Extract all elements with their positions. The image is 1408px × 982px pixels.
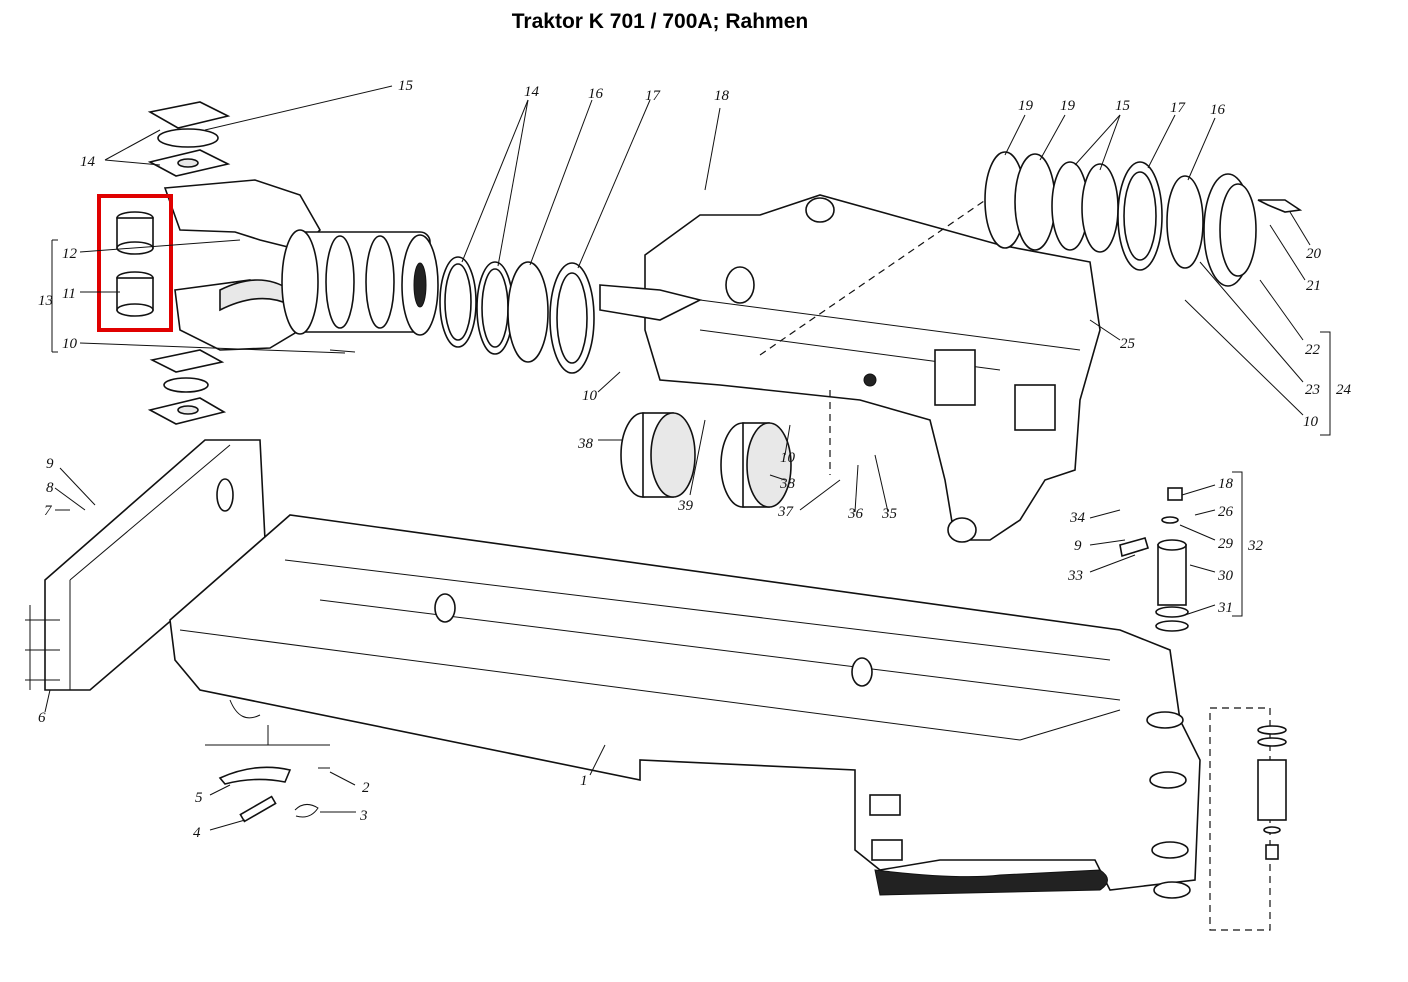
label-18-b: 17 [1170,100,1187,116]
label-21: 19 [1060,98,1076,114]
label-34: 34 [1069,510,1086,526]
label-16-b: 15 [1115,98,1131,114]
callout-labels: 15 14 12 11 13 10 14 16 17 18 19 19 15 1… [38,78,1352,841]
label-32: 32 [1247,538,1264,554]
label-37: 37 [777,504,795,520]
label-10-c: 10 [582,388,598,404]
label-38-a: 38 [577,436,594,452]
label-26: 24 [1336,382,1352,398]
diagram-title: Traktor K 701 / 700A; Rahmen [511,10,809,33]
label-10-b: 10 [1303,414,1319,430]
label-39: 39 [677,498,694,514]
center-pivot-housing [599,189,1101,543]
label-5: 5 [195,790,203,806]
label-6: 6 [38,710,46,726]
label-19-a: 18 [714,88,730,104]
bushings-38 [620,412,792,508]
label-11: 11 [62,286,76,302]
pin-assembly-lower [1209,707,1287,931]
label-2: 2 [362,780,370,796]
label-28: 26 [1218,504,1234,520]
label-10-a: 10 [62,336,78,352]
label-7: 7 [44,503,53,519]
label-31: 31 [1217,600,1233,616]
label-19-b: 18 [1218,476,1234,492]
label-12: 12 [62,246,78,262]
label-30: 30 [1217,568,1234,584]
label-25: 23 [1305,382,1320,398]
label-3: 3 [359,808,368,824]
label-10-d: 10 [780,450,796,466]
pin-assembly-32 [1119,487,1189,632]
label-29: 29 [1218,536,1234,552]
label-1: 1 [580,773,588,789]
label-14: 14 [80,154,96,170]
label-18-a: 17 [645,88,662,104]
hitch-parts [205,725,330,823]
label-9-a: 9 [46,456,54,472]
main-frame-1 [169,514,1201,899]
label-38-b: 38 [779,476,796,492]
label-16-a: 14 [524,84,540,100]
label-27: 25 [1120,336,1136,352]
label-20: 19 [1018,98,1034,114]
label-22: 20 [1306,246,1322,262]
label-15: 15 [398,78,414,94]
label-13: 13 [38,293,53,309]
label-35: 35 [881,506,898,522]
label-9-b: 9 [1074,538,1082,554]
label-23: 21 [1306,278,1321,294]
pivot-yoke-assembly [116,101,439,425]
label-17-b: 16 [1210,102,1226,118]
leader-lines [44,85,1331,831]
seal-rings-right [984,151,1303,287]
label-24: 22 [1305,342,1321,358]
seal-rings-left [439,256,595,374]
front-frame-6 [25,439,266,691]
label-17-a: 16 [588,86,604,102]
label-33: 33 [1067,568,1083,584]
highlight-box-bushings [97,194,173,332]
label-4: 4 [193,825,201,841]
label-36: 36 [847,506,864,522]
label-8: 8 [46,480,54,496]
